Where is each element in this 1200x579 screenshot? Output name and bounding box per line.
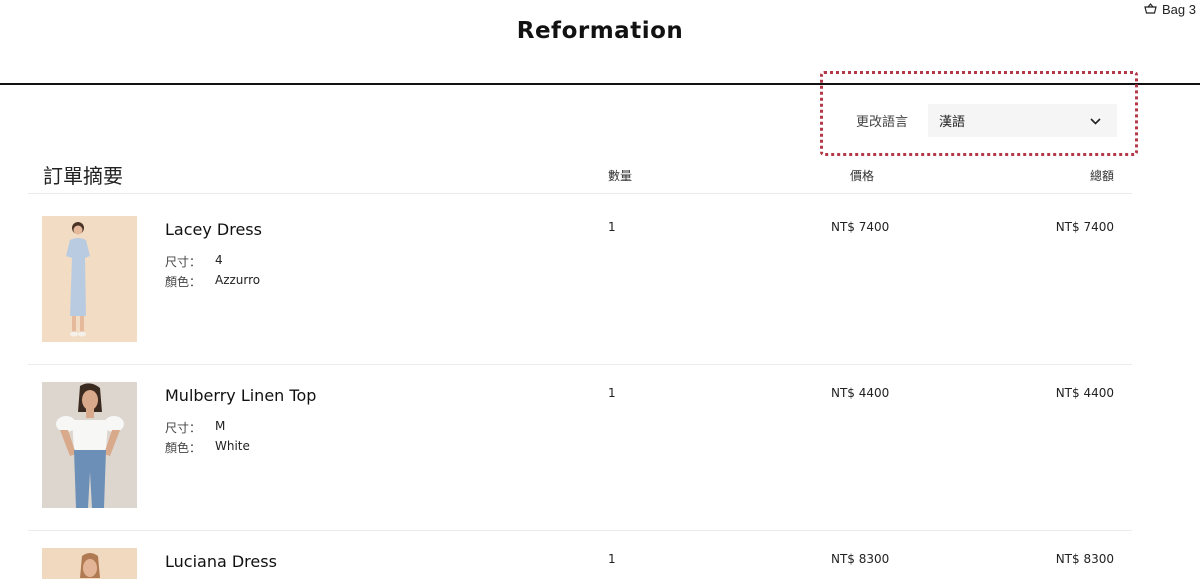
product-image-lacey-dress[interactable] — [42, 216, 137, 342]
table-row: Lacey Dress 尺寸： 4 顏色： Azzurro 1 NT$ 7400… — [0, 216, 1200, 382]
column-header-quantity: 數量 — [608, 169, 633, 183]
color-label: 顏色： — [165, 275, 202, 289]
table-row: Mulberry Linen Top 尺寸： M 顏色： White 1 NT$… — [0, 382, 1200, 548]
item-price: NT$ 8300 — [831, 552, 890, 566]
language-selected-value: 漢語 — [939, 114, 966, 129]
basket-icon — [1144, 2, 1157, 17]
brand-logo[interactable]: Reformation — [516, 18, 684, 44]
item-quantity: 1 — [608, 552, 616, 566]
header-divider — [0, 83, 1200, 85]
color-value: White — [215, 439, 250, 453]
product-image-luciana-dress[interactable] — [42, 548, 137, 579]
table-row: Luciana Dress 1 NT$ 8300 NT$ 8300 — [0, 548, 1200, 579]
chevron-down-icon — [1090, 113, 1101, 128]
item-price: NT$ 4400 — [831, 386, 890, 400]
bag-button[interactable]: Bag 3 — [1144, 2, 1196, 17]
product-name[interactable]: Lacey Dress — [165, 220, 262, 239]
language-switcher: 更改語言 漢語 — [856, 104, 1117, 137]
item-total: NT$ 4400 — [1055, 386, 1114, 400]
size-value: M — [215, 419, 226, 433]
language-select[interactable]: 漢語 — [928, 104, 1117, 137]
column-header-total: 總額 — [1090, 169, 1115, 183]
item-price: NT$ 7400 — [831, 220, 890, 234]
item-total: NT$ 7400 — [1055, 220, 1114, 234]
product-size: 尺寸： 4 — [165, 253, 223, 270]
bag-label: Bag 3 — [1162, 2, 1196, 17]
language-label: 更改語言 — [856, 114, 909, 129]
product-name[interactable]: Luciana Dress — [165, 552, 277, 571]
column-header-price: 價格 — [850, 169, 875, 183]
product-name[interactable]: Mulberry Linen Top — [165, 386, 317, 405]
color-label: 顏色： — [165, 441, 202, 455]
product-size: 尺寸： M — [165, 419, 225, 436]
item-total: NT$ 8300 — [1055, 552, 1114, 566]
size-value: 4 — [215, 253, 223, 267]
product-color: 顏色： Azzurro — [165, 273, 260, 290]
table-header-divider — [28, 193, 1132, 194]
item-quantity: 1 — [608, 386, 616, 400]
item-quantity: 1 — [608, 220, 616, 234]
color-value: Azzurro — [215, 273, 261, 287]
row-divider — [28, 364, 1132, 365]
size-label: 尺寸： — [165, 421, 202, 435]
product-color: 顏色： White — [165, 439, 250, 456]
size-label: 尺寸： — [165, 255, 202, 269]
order-summary-title: 訂單摘要 — [43, 164, 123, 188]
row-divider — [28, 530, 1132, 531]
product-image-mulberry-linen-top[interactable] — [42, 382, 137, 508]
